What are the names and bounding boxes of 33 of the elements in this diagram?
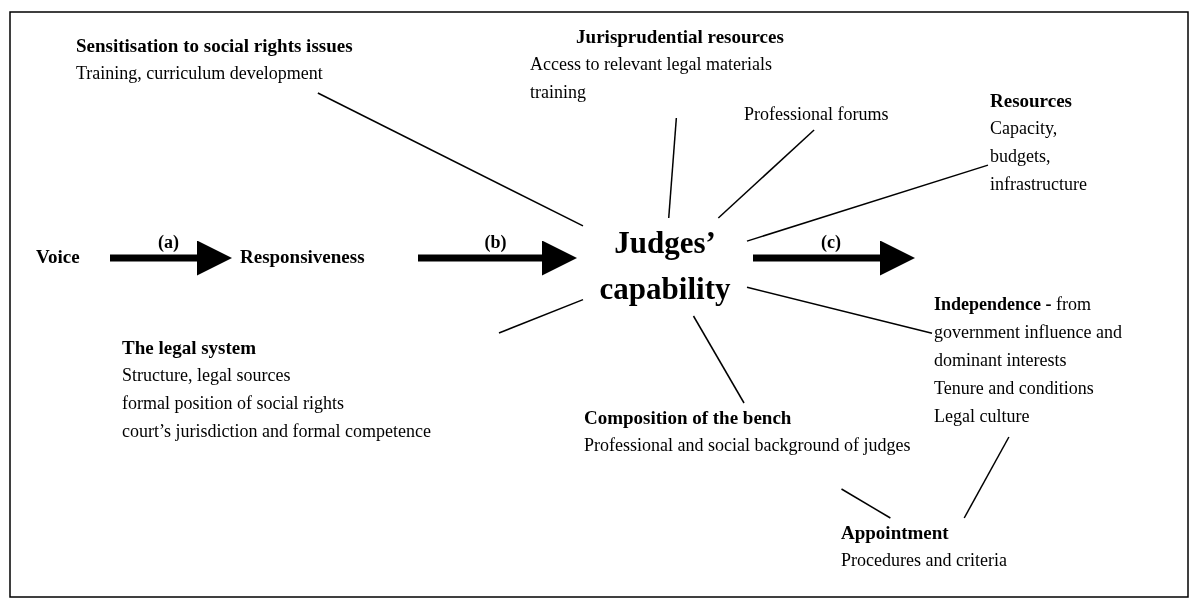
- factor-text: Professional forums: [744, 103, 890, 126]
- factor-heading: The legal system: [122, 336, 258, 360]
- factor-text: Capacity, budgets, infrastructure: [990, 117, 1088, 196]
- connector-line: [840, 488, 892, 519]
- connector-line: [746, 164, 989, 242]
- factor-text: court’s jurisdiction and formal competence: [122, 420, 432, 443]
- connector-line: [498, 298, 584, 334]
- factor-text: formal position of social rights: [122, 392, 345, 415]
- connector-line: [668, 117, 678, 219]
- factor-heading: Jurisprudential resources: [575, 25, 785, 49]
- connector-line: [963, 436, 1010, 519]
- connector-line: [717, 129, 815, 219]
- factor-text: Legal culture: [934, 405, 1031, 428]
- connector-line: [746, 286, 933, 334]
- factor-text: Access to relevant legal materials: [530, 53, 773, 76]
- connector-line: [692, 315, 745, 404]
- factor-text: Independence - from government influence and dominant interests: [934, 293, 1123, 372]
- factor-text: Structure, legal sources: [122, 364, 292, 387]
- factor-text: training: [530, 81, 587, 104]
- factor-heading: Resources: [990, 89, 1073, 113]
- factor-text: Professional and social background of judges: [584, 434, 912, 457]
- factor-text: Procedures and criteria: [841, 549, 1008, 572]
- edge-label: (b): [483, 232, 508, 252]
- factor-heading: Appointment: [841, 521, 950, 545]
- stage-label: Responsiveness: [240, 245, 366, 269]
- factor-text: Training, curriculum development: [76, 62, 324, 85]
- stage-label: Voice: [36, 245, 81, 269]
- factor-heading: Sensitisation to social rights issues: [76, 34, 354, 58]
- edge-label: (a): [157, 232, 180, 252]
- central-concept-label: Judges’ capability: [598, 224, 732, 308]
- edge-label: (c): [820, 232, 842, 252]
- connector-line: [317, 92, 584, 227]
- factor-text: Tenure and conditions: [934, 377, 1095, 400]
